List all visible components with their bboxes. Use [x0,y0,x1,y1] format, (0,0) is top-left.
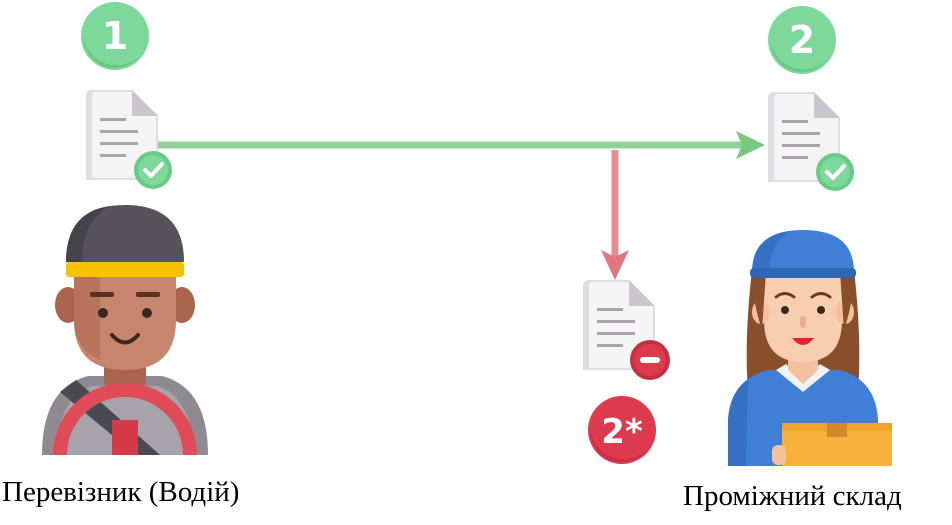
driver-avatar-icon [42,205,208,456]
step-2-alt-number: 2* [601,412,643,452]
step-2-number: 2 [789,18,815,62]
step-2-alt-badge: 2* [588,396,656,464]
step-1-badge: 1 [81,2,149,70]
document-check-icon [768,92,854,191]
step-2-badge: 2 [768,6,836,74]
transfer-arrow [155,131,765,159]
carrier-label: Перевізник (Водій) [2,476,240,508]
warehouse-label: Проміжний склад [683,480,902,512]
step-1-number: 1 [102,14,128,58]
document-minus-icon [583,280,670,380]
warehouse-worker-avatar-icon [728,230,892,466]
document-check-icon [86,90,172,189]
rejection-arrow [601,150,629,280]
